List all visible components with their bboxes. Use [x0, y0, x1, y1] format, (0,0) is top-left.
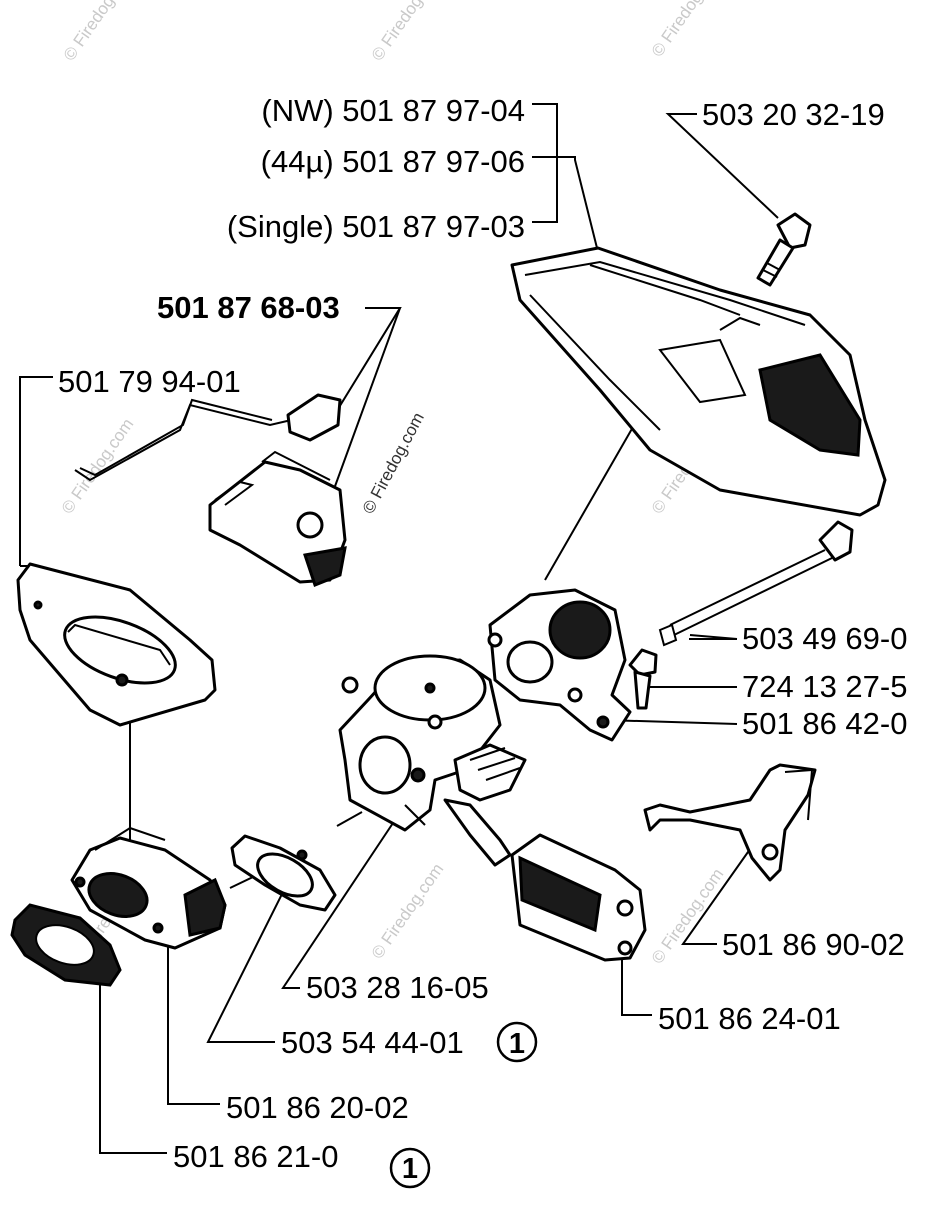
carburetor-holder	[487, 588, 632, 742]
watermark: © Firedog.com	[368, 0, 448, 64]
part-labels: (NW) 501 87 97-04 (44µ) 501 87 97-06 (Si…	[58, 93, 907, 1174]
gasket-plate	[16, 562, 217, 727]
label-intake-gasket: 503 54 44-01	[281, 1025, 464, 1060]
bolt	[756, 212, 812, 287]
insulator-block	[510, 833, 647, 962]
air-filter-cover	[510, 246, 887, 517]
callout-1a: 1	[496, 1021, 538, 1063]
watermark: © Firedog.com	[60, 0, 140, 64]
label-bolt: 503 20 32-19	[702, 97, 885, 132]
leader-lines	[19, 103, 779, 1154]
carburetor	[338, 654, 527, 867]
label-carb-gasket: 503 28 16-05	[306, 970, 489, 1005]
small-screw	[628, 648, 658, 710]
label-intake-manifold: 501 86 20-02	[226, 1090, 409, 1125]
choke-rod	[74, 393, 342, 482]
watermark: © Firedog.com	[359, 409, 428, 517]
label-single: (Single) 501 87 97-03	[227, 209, 525, 244]
callout-1b: 1	[389, 1147, 431, 1189]
flange-gasket	[10, 903, 122, 987]
watermark: © Firedog.com	[368, 860, 448, 962]
label-insulator-block: 501 86 24-01	[658, 1001, 841, 1036]
label-flange-gasket: 501 86 21-0	[173, 1139, 338, 1174]
watermark: © Firedog.com	[648, 865, 728, 967]
label-gasket-plate: 501 79 94-01	[58, 364, 241, 399]
callout-number: 1	[509, 1028, 525, 1060]
choke-housing	[208, 450, 347, 587]
watermark: © Firedog.com	[58, 415, 138, 517]
label-choke-assembly: 501 87 68-03	[157, 290, 340, 325]
choke-lever	[643, 763, 817, 882]
label-nw: (NW) 501 87 97-04	[261, 93, 525, 128]
watermark: © Firedog.com	[648, 0, 728, 60]
intake-manifold	[70, 826, 227, 950]
label-44mu: (44µ) 501 87 97-06	[261, 144, 525, 179]
callout-number: 1	[402, 1153, 418, 1185]
label-long-screw: 503 49 69-0	[742, 621, 907, 656]
carb-gasket	[230, 834, 337, 912]
long-screw	[658, 520, 854, 647]
label-carb-holder: 501 86 42-0	[742, 706, 907, 741]
label-screw-small: 724 13 27-5	[742, 669, 907, 704]
label-choke-lever: 501 86 90-02	[722, 927, 905, 962]
